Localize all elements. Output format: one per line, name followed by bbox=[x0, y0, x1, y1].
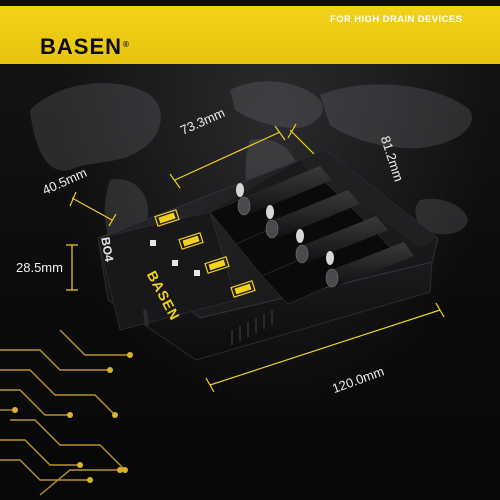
registered-mark: ® bbox=[123, 40, 130, 49]
brand-name: BASEN bbox=[40, 34, 123, 59]
circuit-decoration bbox=[0, 329, 133, 496]
brand-logo: BASEN® bbox=[40, 36, 130, 58]
brand-banner bbox=[0, 6, 500, 64]
dimension-height: 28.5mm bbox=[16, 260, 63, 275]
world-map-background bbox=[30, 81, 472, 251]
banner-top-strip bbox=[0, 0, 500, 6]
banner-tagline: FOR HIGH DRAIN DEVICES bbox=[330, 14, 463, 25]
